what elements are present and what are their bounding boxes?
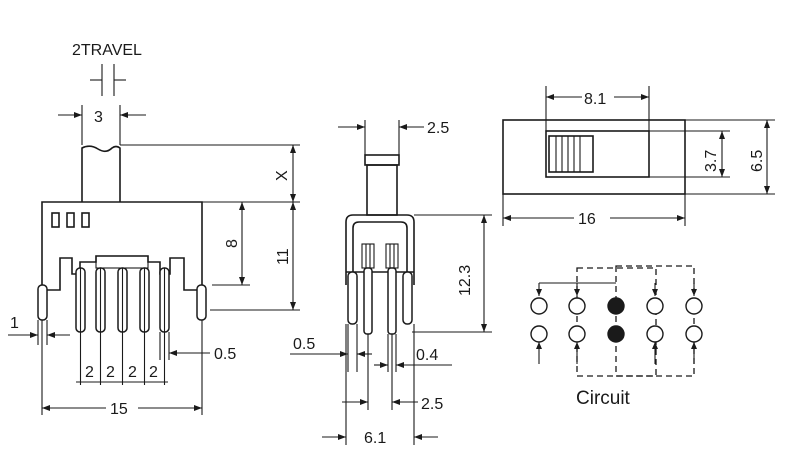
side-row-pitch-label: 2.5	[421, 396, 443, 413]
front-pitch-4-label: 2	[149, 364, 158, 381]
front-total-width-label: 15	[110, 401, 128, 418]
front-knob-width-label: 3	[94, 109, 103, 126]
front-travel-label: 2TRAVEL	[72, 42, 142, 59]
circuit-label: Circuit	[576, 388, 631, 409]
front-body-height-label: 8	[224, 239, 241, 248]
top-window-height-label: 3.7	[703, 150, 720, 172]
side-total-width-label: 6.1	[364, 430, 386, 447]
side-height-label: 12.3	[457, 265, 474, 296]
side-view: 2.5 12.3 0.5 0.4 2.5	[290, 120, 492, 447]
front-pitch-1-label: 2	[85, 364, 94, 381]
side-knob-width-label: 2.5	[427, 120, 449, 137]
front-knob-height-label: X	[274, 170, 291, 181]
side-pin-thickness-label: 0.5	[293, 336, 315, 353]
top-view: 8.1 3.7 6.5 16	[502, 86, 775, 228]
front-pin-width-label: 1	[10, 315, 19, 332]
top-window-length-label: 8.1	[584, 91, 606, 108]
front-pin-thickness-label: 0.5	[214, 346, 236, 363]
front-pitch-2-label: 2	[106, 364, 115, 381]
front-pitch-3-label: 2	[128, 364, 137, 381]
front-view: 2TRAVEL 3 X 8 11	[8, 42, 300, 418]
top-body-width-label: 6.5	[749, 150, 766, 172]
side-pin-gap-label: 0.4	[416, 347, 438, 364]
front-total-height-label: 11	[275, 248, 292, 265]
circuit-diagram: Circuit	[530, 265, 703, 409]
top-body-length-label: 16	[578, 211, 596, 228]
